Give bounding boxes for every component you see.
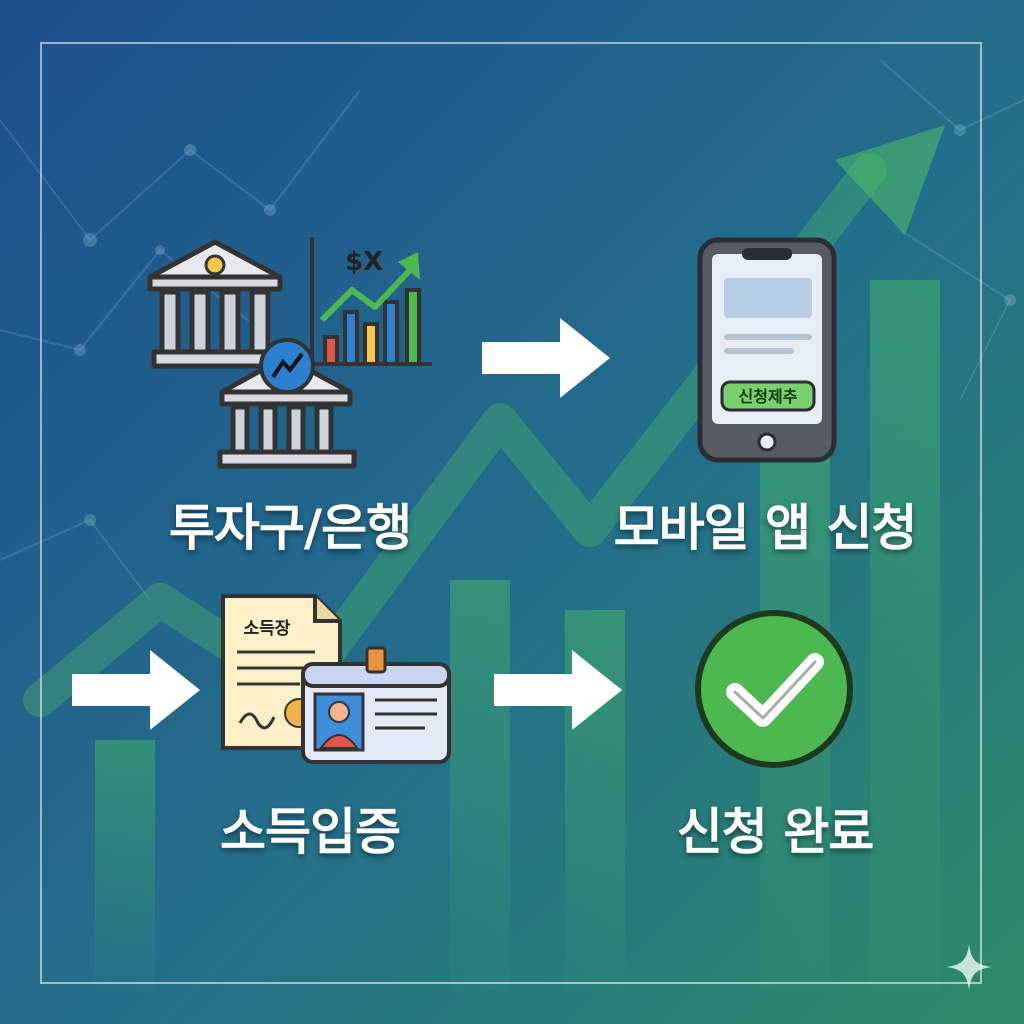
arrow-right-icon	[482, 318, 610, 398]
check-icon	[695, 610, 853, 768]
step-label-mobile-apply: 모바일 앱 신청	[613, 499, 918, 557]
sparkle-icon	[946, 944, 992, 990]
smartphone-icon: 신청제추	[697, 237, 837, 463]
income-document-icon: 소득장	[221, 594, 451, 764]
content-frame	[40, 42, 982, 984]
step-label-complete: 신청 완료	[676, 803, 874, 861]
step-label-income-proof: 소득입증	[220, 803, 401, 861]
bank-icon: $X	[147, 237, 432, 469]
apply-submit-button[interactable]: 신청제추	[739, 387, 798, 406]
arrow-right-icon	[494, 650, 622, 730]
step-label-bank: 투자구/은행	[168, 499, 412, 557]
document-title: 소득장	[244, 619, 291, 639]
chart-currency-label: $X	[345, 247, 383, 277]
arrow-right-icon	[72, 650, 200, 730]
